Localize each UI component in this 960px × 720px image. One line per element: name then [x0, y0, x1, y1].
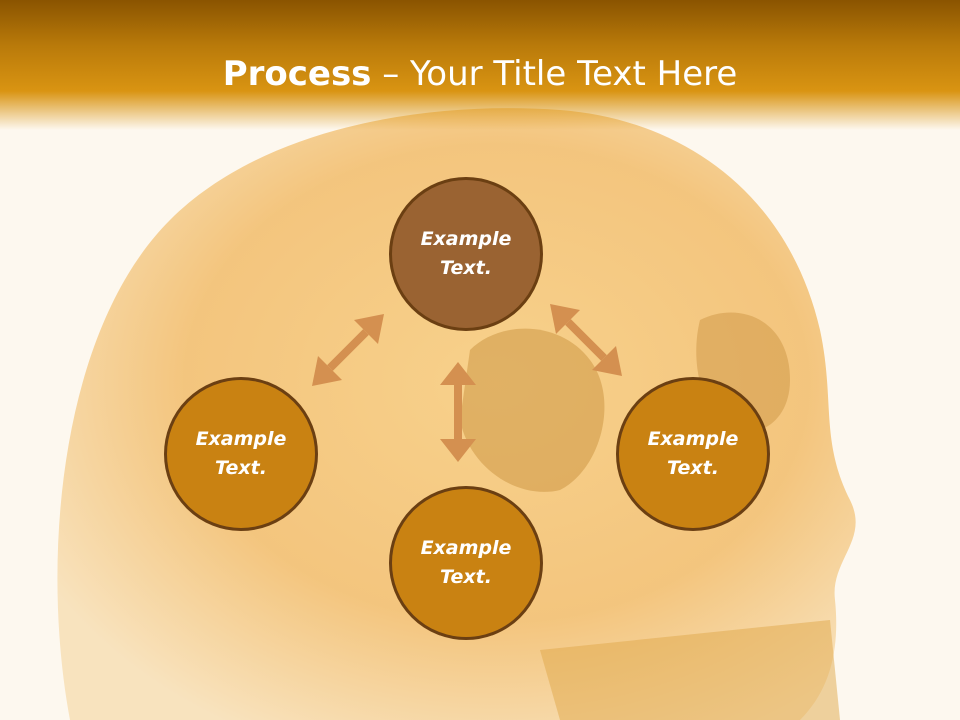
- title-bar: [0, 0, 960, 130]
- title-rest: – Your Title Text Here: [371, 54, 738, 94]
- node-left: Example Text.: [164, 377, 318, 531]
- arrow-top-left: [312, 314, 384, 386]
- node-bottom: Example Text.: [389, 486, 543, 640]
- page-title: Process – Your Title Text Here: [0, 52, 960, 96]
- node-left-label: Example Text.: [195, 428, 287, 479]
- node-right: Example Text.: [616, 377, 770, 531]
- node-right-label: Example Text.: [647, 428, 739, 479]
- title-bold: Process: [222, 54, 372, 94]
- node-top-label: Example Text.: [420, 228, 512, 279]
- node-top: Example Text.: [389, 177, 543, 331]
- node-bottom-label: Example Text.: [420, 537, 512, 588]
- arrow-top-right: [550, 304, 622, 376]
- arrow-vertical: [440, 362, 476, 462]
